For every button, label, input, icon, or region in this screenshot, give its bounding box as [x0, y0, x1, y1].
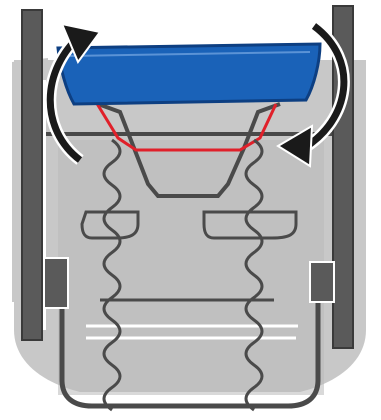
- right-cup: [202, 210, 298, 240]
- left-rail-bracket: [43, 257, 69, 309]
- rotate-arrow-right-icon: [276, 21, 350, 168]
- right-spring: [244, 138, 264, 412]
- right-rail-bracket: [309, 261, 335, 303]
- left-cup: [80, 210, 140, 240]
- chamber-inner-shade: [58, 140, 324, 395]
- blue-pad-highlight: [69, 51, 311, 57]
- red-linkage: [94, 101, 278, 152]
- linkage-outline: [97, 102, 281, 198]
- bottom-tray: [59, 300, 321, 409]
- left-rail: [21, 9, 43, 341]
- rotate-arrow-left-icon: [44, 22, 102, 165]
- left-spring: [102, 138, 122, 412]
